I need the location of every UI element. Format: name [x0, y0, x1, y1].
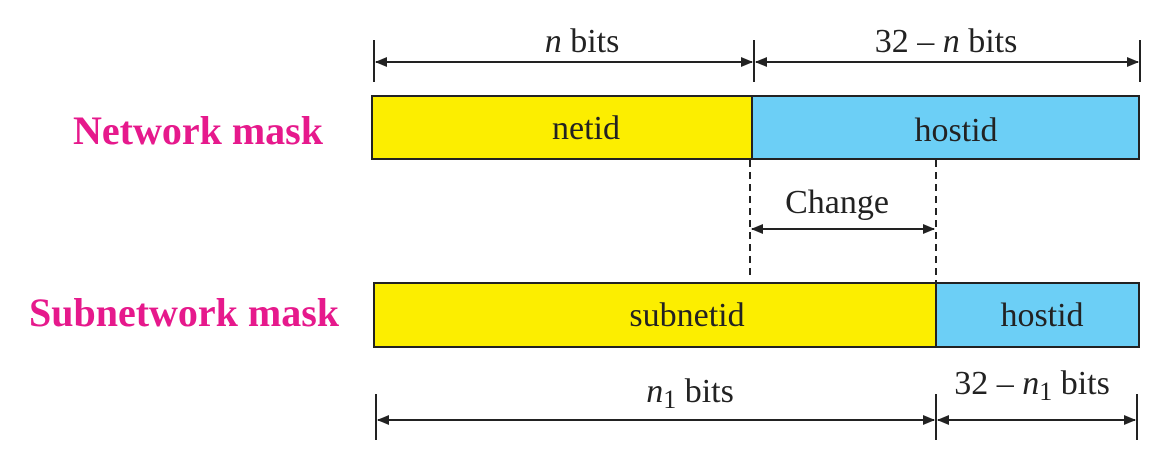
- change-guides: [749, 160, 937, 282]
- subnetwork-mask-label: Subnetwork mask: [29, 290, 340, 335]
- n1-bits-label: n1 bits: [646, 373, 734, 414]
- subnetwork-hostid-text: hostid: [1000, 297, 1083, 334]
- subnetid-field: [373, 282, 937, 348]
- netid-field: [371, 95, 753, 160]
- subnetwork-dimension-lines: [375, 394, 1138, 440]
- network-dimension-lines: [373, 40, 1141, 82]
- n-bits-label: n bits: [545, 23, 620, 60]
- 32-minus-n-bits-label: 32 – n bits: [875, 23, 1018, 60]
- netid-text: netid: [552, 110, 620, 147]
- network-mask-label: Network mask: [73, 108, 324, 153]
- change-label: Change: [785, 184, 889, 221]
- subnetwork-hostid-field: [935, 282, 1140, 348]
- network-hostid-field: [751, 95, 1140, 160]
- subnetid-text: subnetid: [629, 297, 744, 334]
- 32-minus-n1-bits-label: 32 – n1 bits: [954, 365, 1110, 406]
- network-hostid-text: hostid: [914, 112, 997, 149]
